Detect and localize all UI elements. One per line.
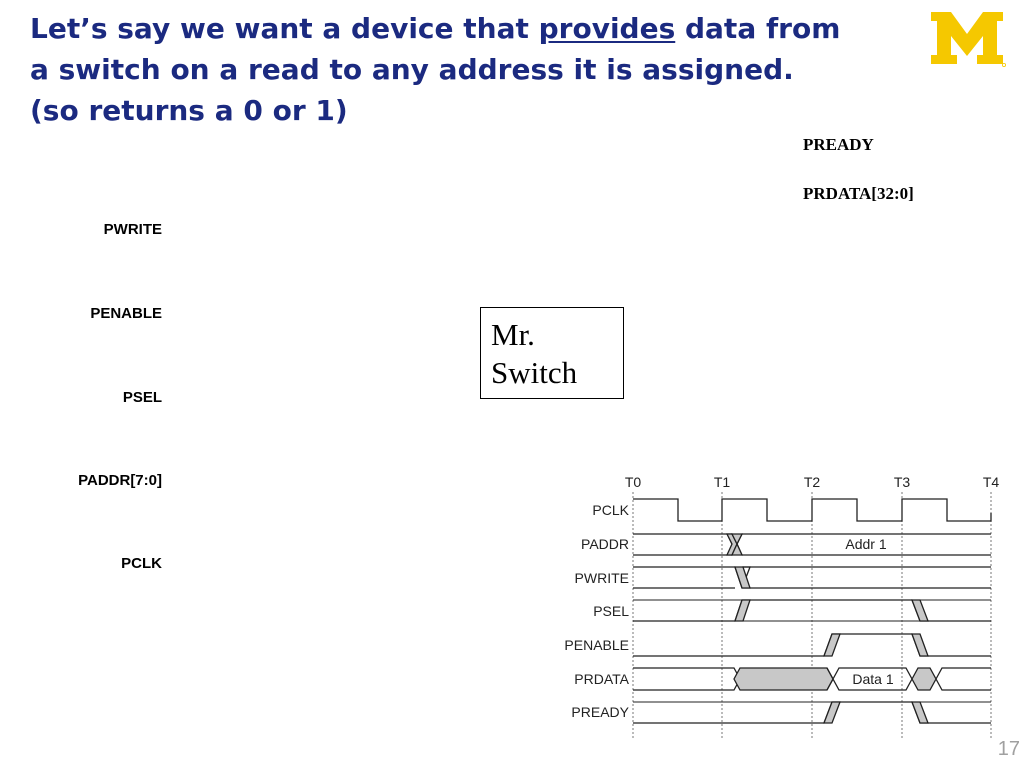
wave-pready — [633, 701, 991, 724]
output-pready: PREADY — [803, 135, 874, 154]
signal-name-pwrite: PWRITE — [575, 570, 629, 586]
page-number: 17 — [997, 738, 1020, 760]
time-label-t2: T2 — [804, 474, 821, 490]
device-label-line-2: Switch — [491, 355, 578, 390]
input-paddr: PADDR[7:0] — [78, 472, 162, 489]
input-pclk: PCLK — [121, 555, 162, 572]
wave-pwrite — [633, 566, 991, 589]
wave-pclk — [633, 498, 992, 522]
signal-name-pready: PREADY — [571, 704, 629, 720]
wave-paddr — [633, 533, 991, 556]
title-text-post: data from — [675, 12, 841, 45]
signal-name-psel: PSEL — [593, 603, 629, 619]
signal-name-penable: PENABLE — [564, 637, 629, 653]
input-psel: PSEL — [122, 389, 162, 406]
apb-read-timing-diagram: T0 T1 T2 T3 T4 PCLK PADDR PWRITE PSEL PE… — [564, 474, 1000, 738]
mr-switch-device: Mr. Switch — [480, 307, 624, 399]
input-pwrite: PWRITE — [103, 221, 162, 238]
prdata-value-label: Data 1 — [852, 671, 893, 687]
paddr-value-label: Addr 1 — [845, 536, 886, 552]
signal-name-prdata: PRDATA — [574, 671, 629, 687]
wave-prdata — [633, 667, 991, 691]
university-m-logo — [931, 12, 1007, 68]
time-label-t4: T4 — [983, 474, 1000, 490]
time-label-t0: T0 — [625, 474, 642, 490]
slide-title: Let’s say we want a device that provides… — [30, 8, 890, 131]
time-gridlines — [632, 492, 992, 738]
wave-penable — [633, 633, 991, 657]
output-prdata: PRDATA[32:0] — [803, 184, 914, 203]
title-line-2: a switch on a read to any address it is … — [30, 53, 794, 86]
signal-name-pclk: PCLK — [592, 502, 629, 518]
title-text-pre: Let’s say we want a device that — [30, 12, 539, 45]
signal-name-paddr: PADDR — [581, 536, 629, 552]
wave-psel — [633, 599, 991, 622]
title-emphasis: provides — [538, 12, 676, 45]
time-label-t3: T3 — [894, 474, 911, 490]
time-label-t1: T1 — [714, 474, 731, 490]
title-line-3: (so returns a 0 or 1) — [30, 94, 348, 127]
input-penable: PENABLE — [90, 305, 162, 322]
title-line-1: Let’s say we want a device that provides… — [30, 8, 890, 49]
device-label-line-1: Mr. — [491, 317, 535, 352]
